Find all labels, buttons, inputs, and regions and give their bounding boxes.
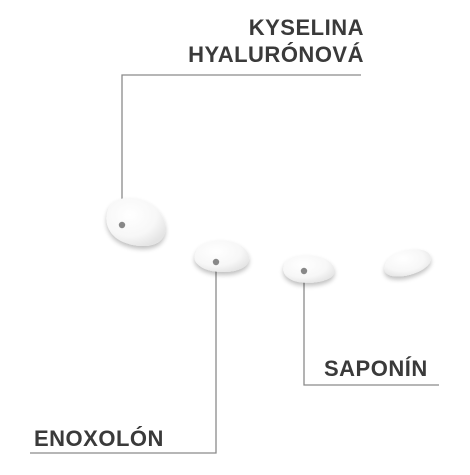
droplet-unlabeled xyxy=(384,249,431,277)
marker-dot-hyaluronic xyxy=(118,221,126,229)
leader-line-enoxolon xyxy=(30,262,217,454)
droplet-hyaluronic xyxy=(106,197,166,247)
label-saponin: SAPONÍN xyxy=(324,356,428,381)
leader-line-saponin xyxy=(303,271,439,386)
label-hyaluronic-line-2: HYALURÓNOVÁ xyxy=(188,42,364,67)
label-hyaluronic-line-1: KYSELINA xyxy=(248,15,364,40)
droplet-saponin xyxy=(283,255,335,283)
label-hyaluronic-acid: KYSELINA HYALURÓNOVÁ xyxy=(188,14,364,68)
marker-dot-enoxolon xyxy=(212,258,220,266)
marker-dot-saponin xyxy=(300,267,308,275)
label-enoxolon: ENOXOLÓN xyxy=(34,426,164,451)
droplet-enoxolon xyxy=(194,240,250,272)
leader-line-hyaluronic xyxy=(121,74,361,225)
marker-dots xyxy=(118,221,308,275)
leader-lines xyxy=(30,74,439,454)
droplets xyxy=(106,197,431,283)
